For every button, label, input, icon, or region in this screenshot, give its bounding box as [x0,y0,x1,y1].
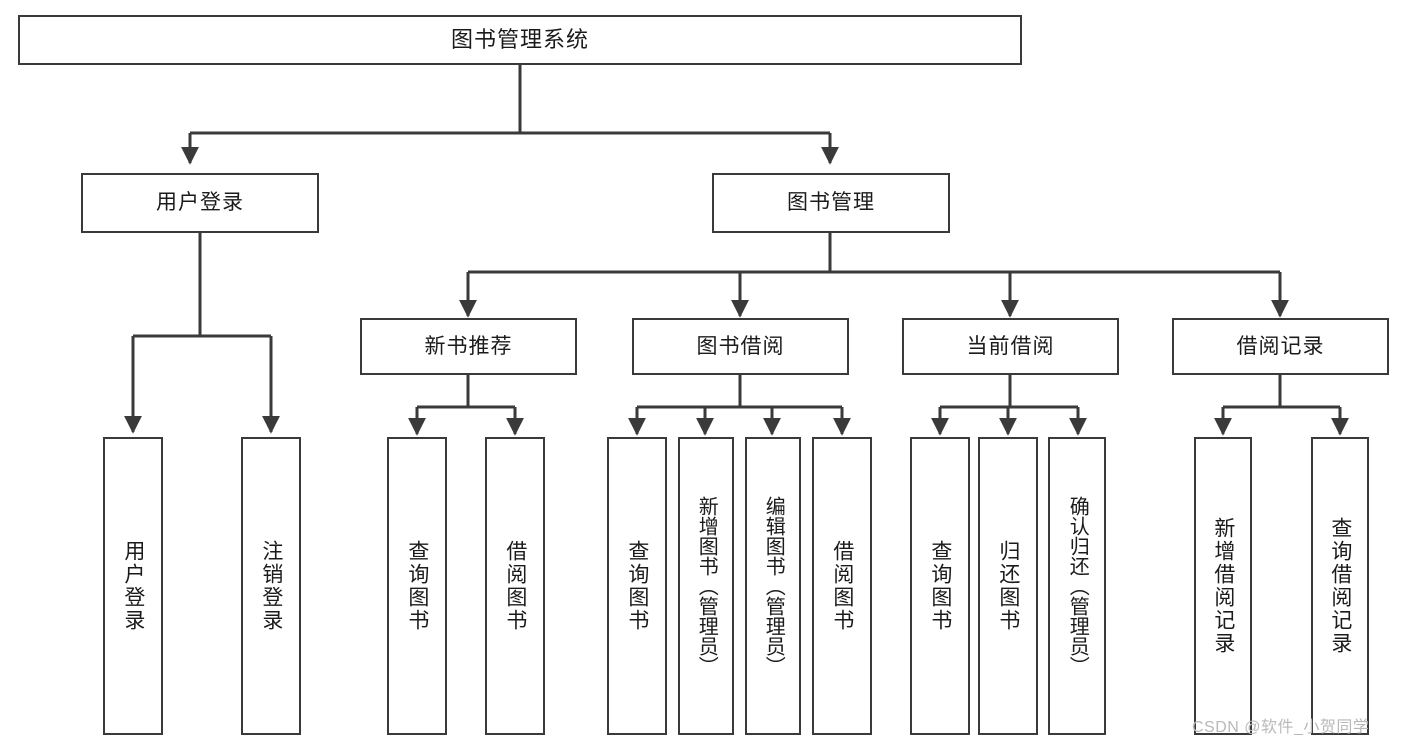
node-book-borrow[interactable]: 图书借阅 [632,318,849,375]
leaf-new-book-borrow[interactable]: 借阅图书 [485,437,545,735]
node-label: 确认归还（管理员） [1066,496,1089,676]
node-root[interactable]: 图书管理系统 [18,15,1022,65]
node-new-book-recommend[interactable]: 新书推荐 [360,318,577,375]
node-label: 用户登录 [121,540,145,632]
leaf-add-borrow-record[interactable]: 新增借阅记录 [1194,437,1252,735]
node-label: 查询借阅记录 [1328,517,1352,655]
leaf-user-logout[interactable]: 注销登录 [241,437,301,735]
node-book-management[interactable]: 图书管理 [712,173,950,233]
node-user-login[interactable]: 用户登录 [81,173,319,233]
node-label: 图书管理 [787,191,875,215]
node-label: 图书借阅 [696,334,785,358]
node-label: 新增借阅记录 [1211,517,1235,655]
node-label: 查询图书 [625,540,649,632]
node-label: 图书管理系统 [450,26,589,52]
watermark: CSDN @软件_小贺同学 [1192,719,1370,736]
node-label: 借阅记录 [1236,334,1325,358]
node-label: 查询图书 [928,540,952,632]
leaf-return-book[interactable]: 归还图书 [978,437,1038,735]
node-label: 当前借阅 [966,334,1055,358]
node-label: 注销登录 [259,540,283,632]
node-label: 新增图书（管理员） [695,496,718,676]
node-label: 用户登录 [156,191,244,215]
node-label: 借阅图书 [830,540,854,632]
leaf-new-book-query[interactable]: 查询图书 [387,437,447,735]
leaf-borrow-edit-book-admin[interactable]: 编辑图书（管理员） [745,437,801,735]
node-label: 归还图书 [996,540,1020,632]
leaf-current-query-book[interactable]: 查询图书 [910,437,970,735]
leaf-borrow-book[interactable]: 借阅图书 [812,437,872,735]
leaf-user-login[interactable]: 用户登录 [103,437,163,735]
leaf-query-borrow-record[interactable]: 查询借阅记录 [1311,437,1369,735]
leaf-borrow-query-book[interactable]: 查询图书 [607,437,667,735]
node-borrow-record[interactable]: 借阅记录 [1172,318,1389,375]
node-label: 借阅图书 [503,540,527,632]
node-label: 编辑图书（管理员） [762,496,785,676]
node-current-borrow[interactable]: 当前借阅 [902,318,1119,375]
node-label: 查询图书 [405,540,429,632]
node-label: 新书推荐 [424,334,513,358]
leaf-borrow-add-book-admin[interactable]: 新增图书（管理员） [678,437,734,735]
leaf-confirm-return-admin[interactable]: 确认归还（管理员） [1048,437,1106,735]
